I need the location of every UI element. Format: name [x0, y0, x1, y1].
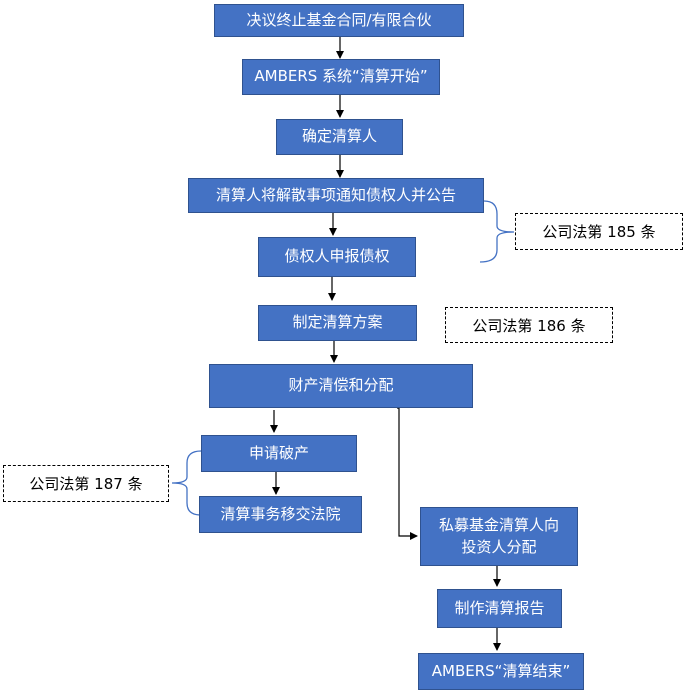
step-ambers-end: AMBERS“清算结束”: [418, 653, 584, 690]
step-apply-bankruptcy: 申请破产: [201, 435, 357, 472]
step-distribute-line2: 投资人分配: [461, 537, 537, 556]
brace-185: [479, 200, 515, 263]
step-terminate-contract: 决议终止基金合同/有限合伙: [214, 4, 464, 37]
step-liquidation-report: 制作清算报告: [437, 589, 562, 628]
note-company-law-185: 公司法第 185 条: [515, 213, 683, 250]
step-ambers-start: AMBERS 系统“清算开始”: [242, 59, 440, 95]
step-appoint-liquidator: 确定清算人: [276, 119, 403, 155]
step-distribute-to-investors: 私募基金清算人向 投资人分配: [420, 507, 578, 566]
step-transfer-to-court: 清算事务移交法院: [199, 496, 362, 533]
arrow-s7-s10: [397, 407, 418, 540]
step-creditor-claims: 债权人申报债权: [258, 237, 416, 277]
step-distribute-line1: 私募基金清算人向: [438, 515, 559, 534]
brace-187: [171, 450, 202, 516]
step-liquidation-plan: 制定清算方案: [258, 305, 417, 341]
step-notify-creditors: 清算人将解散事项通知债权人并公告: [188, 178, 484, 213]
note-company-law-187: 公司法第 187 条: [3, 465, 169, 502]
step-asset-distribution: 财产清偿和分配: [209, 364, 473, 408]
note-company-law-186: 公司法第 186 条: [445, 307, 613, 343]
